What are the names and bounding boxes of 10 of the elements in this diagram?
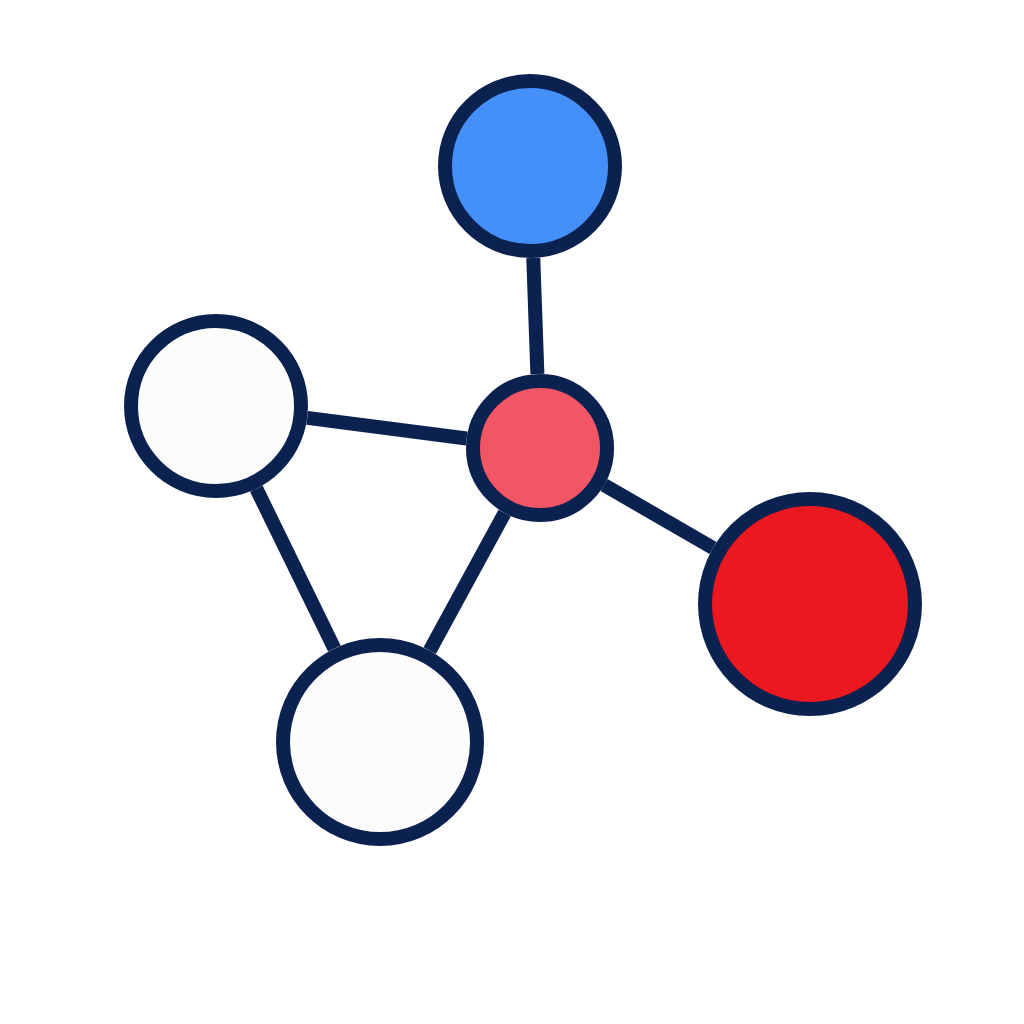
connector-line xyxy=(250,485,341,652)
connector-line xyxy=(423,509,511,655)
connector-line xyxy=(526,257,545,375)
circle-node xyxy=(698,492,922,716)
circle-node xyxy=(276,638,484,846)
connector-line xyxy=(600,478,717,555)
circle-node xyxy=(466,374,614,522)
circle-node xyxy=(124,314,308,498)
connector-line xyxy=(306,410,468,446)
circle-node xyxy=(438,74,622,258)
